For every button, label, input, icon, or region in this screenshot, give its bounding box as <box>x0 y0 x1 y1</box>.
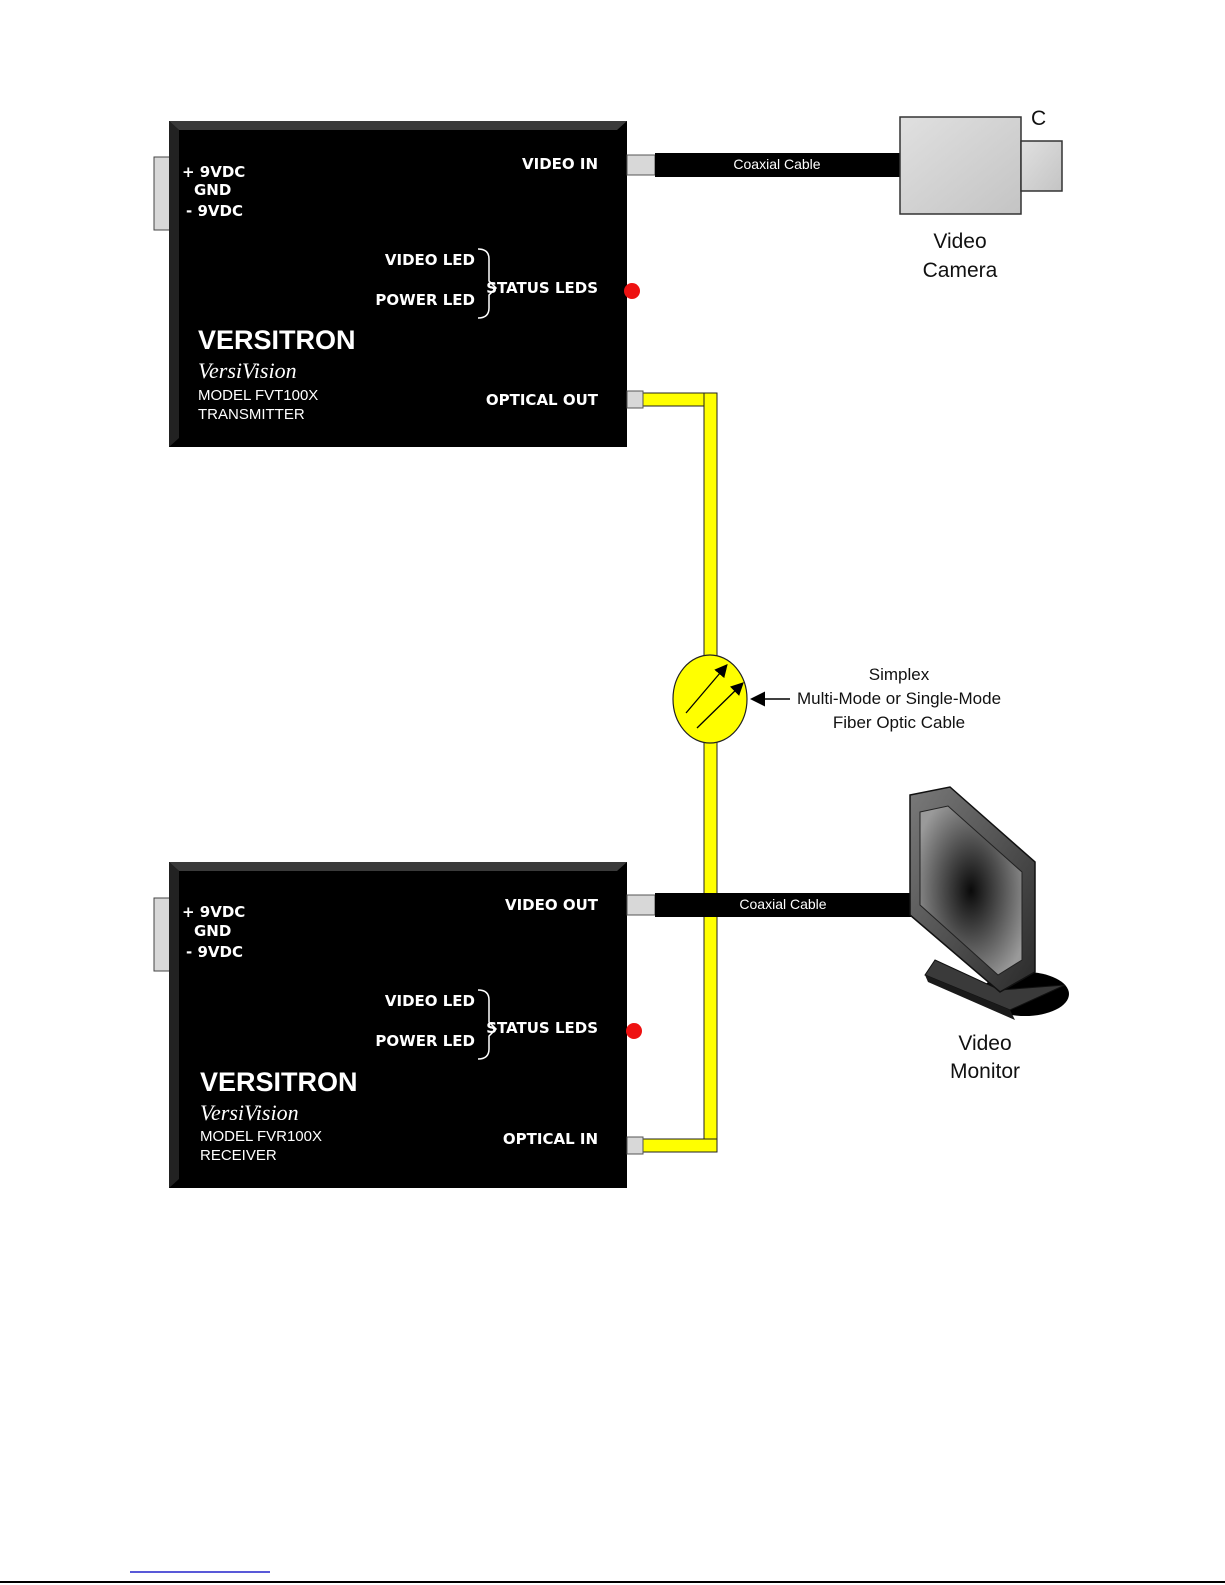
optical-out-label: OPTICAL OUT <box>486 391 599 409</box>
video-led-label: VIDEO LED <box>385 251 475 269</box>
power-led-label: POWER LED <box>375 1032 475 1050</box>
monitor-cable-label: Coaxial Cable <box>739 896 826 912</box>
video-camera: C Video Camera <box>899 107 1063 282</box>
video-led-label: VIDEO LED <box>385 992 475 1010</box>
monitor-coax-cable: Coaxial Cable <box>655 893 913 917</box>
fiber-optic-cable <box>631 392 718 1153</box>
model-number: MODEL FVT100X <box>198 387 318 404</box>
monitor-stand <box>924 959 1066 1011</box>
status-leds-label: STATUS LEDS <box>486 1019 598 1037</box>
power-minus-label: - 9VDC <box>186 202 243 220</box>
video-in-connector <box>626 154 656 176</box>
camera-coax-cable: Coaxial Cable <box>655 153 900 177</box>
camera-label-line2: Camera <box>923 259 998 282</box>
unit-role: TRANSMITTER <box>198 406 305 423</box>
monitor-label-line1: Video <box>958 1032 1011 1055</box>
camera-letter: C <box>1031 107 1046 130</box>
fiber-callout-magnifier <box>672 654 748 744</box>
transmitter-unit: + 9VDC GND - 9VDC VIDEO IN VIDEO LED POW… <box>153 121 656 447</box>
video-in-label: VIDEO IN <box>522 155 598 173</box>
status-brace <box>477 248 498 319</box>
video-out-connector <box>626 894 656 916</box>
video-monitor: Video Monitor <box>909 786 1069 1083</box>
power-gnd-label: GND <box>194 922 231 940</box>
power-gnd-label: GND <box>194 181 231 199</box>
unit-role: RECEIVER <box>200 1147 277 1164</box>
optical-out-connector <box>626 390 644 409</box>
fiber-note-line2: Multi-Mode or Single-Mode <box>797 689 1001 708</box>
brand-name: VERSITRON <box>200 1067 358 1097</box>
monitor-label-line2: Monitor <box>950 1060 1020 1083</box>
power-connector <box>153 156 171 231</box>
power-plus-label: + 9VDC <box>182 163 245 181</box>
brand-name: VERSITRON <box>198 325 356 355</box>
status-brace <box>477 989 498 1060</box>
model-number: MODEL FVR100X <box>200 1128 322 1145</box>
monitor-screen <box>919 805 1023 976</box>
camera-label-line1: Video <box>933 230 986 253</box>
video-out-label: VIDEO OUT <box>505 896 599 914</box>
status-leds-label: STATUS LEDS <box>486 279 598 297</box>
optical-in-connector <box>626 1136 644 1155</box>
power-connector <box>153 897 171 972</box>
product-name: VersiVision <box>200 1100 299 1125</box>
status-led <box>624 283 640 299</box>
power-plus-label: + 9VDC <box>182 903 245 921</box>
optical-in-label: OPTICAL IN <box>503 1130 598 1148</box>
status-led <box>626 1023 642 1039</box>
receiver-unit: + 9VDC GND - 9VDC VIDEO OUT VIDEO LED PO… <box>153 862 656 1188</box>
fiber-note-line1: Simplex <box>869 665 930 684</box>
fiber-note-line3: Fiber Optic Cable <box>833 713 965 732</box>
camera-lens <box>1020 140 1063 192</box>
power-led-label: POWER LED <box>375 291 475 309</box>
camera-cable-label: Coaxial Cable <box>733 156 820 172</box>
product-name: VersiVision <box>198 358 297 383</box>
power-minus-label: - 9VDC <box>186 943 243 961</box>
camera-body <box>899 116 1022 215</box>
